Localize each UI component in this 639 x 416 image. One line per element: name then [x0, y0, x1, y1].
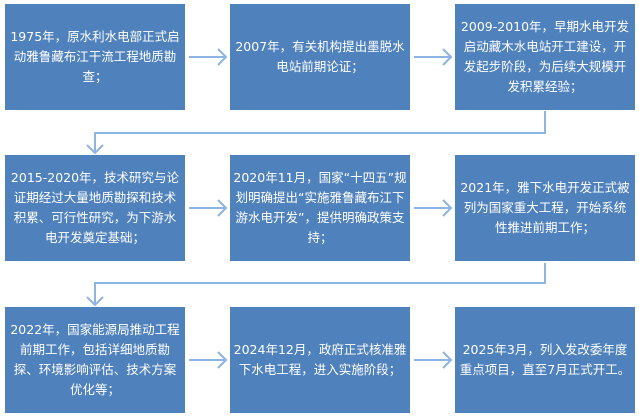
step-2024-12: 2024年12月，政府正式核准雅下水电工程，进入实施阶段；	[230, 307, 410, 413]
arrow-4-5	[189, 199, 228, 217]
step-2021: 2021年，雅下水电开发正式被列为国家重大工程，开始系统性推进前期工作；	[455, 155, 635, 261]
step-text: 1975年，原水利水电部正式启动雅鲁藏布江干流工程地质勘查；	[10, 29, 180, 84]
step-2025-3: 2025年3月，列入发改委年度重点项目，直至7月正式开工。	[455, 307, 635, 413]
step-text: 2025年3月，列入发改委年度重点项目，直至7月正式开工。	[459, 342, 631, 377]
step-text: 2015-2020年，技术研究与论证期经过大量地质勘探和技术积累、可行性研究，为…	[10, 170, 180, 245]
arrow-7-8	[189, 351, 228, 369]
step-text: 2021年，雅下水电开发正式被列为国家重大工程，开始系统性推进前期工作；	[460, 180, 630, 235]
step-text: 2020年11月，国家“十四五”规划明确提出“实施雅鲁藏布江下游水电开发”，提供…	[233, 170, 407, 245]
arrow-8-9	[414, 351, 453, 369]
step-text: 2022年，国家能源局推动工程前期工作，包括详细地质勘探、环境影响评估、技术方案…	[10, 322, 180, 397]
step-2009-2010: 2009-2010年，早期水电开发启动藏木水电站开工建设，开发起步阶段，为后续大…	[455, 4, 635, 110]
step-1975: 1975年，原水利水电部正式启动雅鲁藏布江干流工程地质勘查；	[5, 4, 185, 110]
step-2022: 2022年，国家能源局推动工程前期工作，包括详细地质勘探、环境影响评估、技术方案…	[5, 307, 185, 413]
arrow-6-7	[86, 263, 546, 307]
arrow-3-4	[86, 111, 546, 155]
step-2015-2020: 2015-2020年，技术研究与论证期经过大量地质勘探和技术积累、可行性研究，为…	[5, 155, 185, 261]
step-2007: 2007年，有关机构提出墨脱水电站前期论证；	[230, 4, 410, 110]
arrow-5-6	[414, 199, 453, 217]
step-text: 2024年12月，政府正式核准雅下水电工程，进入实施阶段；	[233, 342, 407, 377]
step-text: 2009-2010年，早期水电开发启动藏木水电站开工建设，开发起步阶段，为后续大…	[460, 19, 630, 94]
step-2020-11: 2020年11月，国家“十四五”规划明确提出“实施雅鲁藏布江下游水电开发”，提供…	[230, 155, 410, 261]
step-text: 2007年，有关机构提出墨脱水电站前期论证；	[235, 39, 405, 74]
arrow-1-2	[189, 48, 228, 66]
arrow-2-3	[414, 48, 453, 66]
